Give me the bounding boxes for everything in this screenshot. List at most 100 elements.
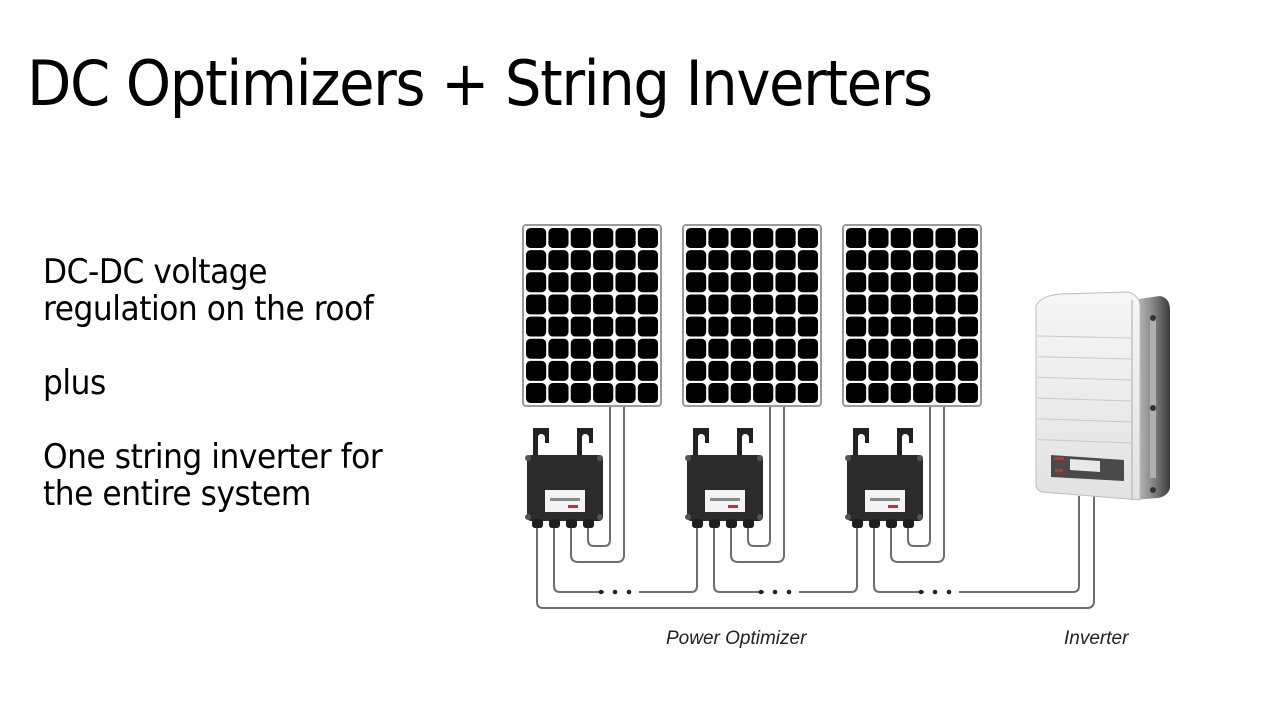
solar-cell xyxy=(730,272,751,293)
solar-cell xyxy=(797,316,818,337)
inverter-panel-line xyxy=(1037,418,1132,423)
optimizer-screw-icon xyxy=(685,455,691,461)
solar-cell xyxy=(775,338,796,359)
optimizer-barcode xyxy=(870,498,900,501)
string-wire xyxy=(959,496,1080,593)
optimizer-connector xyxy=(903,519,914,528)
inverter-screw-icon xyxy=(1150,487,1156,493)
solar-cell xyxy=(686,338,707,359)
panel-wire xyxy=(890,406,945,563)
solar-cell xyxy=(846,272,867,293)
solar-cell xyxy=(708,338,729,359)
solar-cell xyxy=(548,272,569,293)
mounting-hook-icon xyxy=(737,428,753,455)
solar-cell xyxy=(615,360,636,381)
solar-cell xyxy=(686,228,707,248)
solar-cell xyxy=(593,272,614,293)
panel-wire xyxy=(747,406,771,547)
solar-cell xyxy=(637,228,658,248)
solar-cell xyxy=(570,338,591,359)
optimizer-connector xyxy=(852,519,863,528)
solar-cell xyxy=(593,383,614,403)
solar-cell xyxy=(637,250,658,271)
solar-cell xyxy=(686,316,707,337)
solar-cell xyxy=(615,338,636,359)
solar-cell xyxy=(686,250,707,271)
solar-cell xyxy=(548,383,569,403)
solar-cell xyxy=(753,383,774,403)
solar-cell xyxy=(570,316,591,337)
solar-cell xyxy=(846,360,867,381)
panel-wire xyxy=(587,406,611,547)
optimizer-screw-icon xyxy=(757,514,763,520)
solar-cell xyxy=(890,250,911,271)
mounting-hook-icon xyxy=(577,428,593,455)
string-wire xyxy=(553,528,604,593)
solar-cell xyxy=(935,360,956,381)
optimizer-connector xyxy=(886,519,897,528)
optimizer-connector xyxy=(726,519,737,528)
solar-cell xyxy=(957,338,978,359)
solar-cell xyxy=(730,228,751,248)
solar-panels xyxy=(522,224,982,407)
solar-cell xyxy=(686,272,707,293)
mounting-hook-icon xyxy=(897,428,913,455)
inverter-screw-icon xyxy=(1150,405,1156,411)
optimizer-screw-icon xyxy=(525,514,531,520)
inverter-front xyxy=(1035,291,1141,501)
inverter-panel-lines xyxy=(1037,335,1132,444)
solar-cell xyxy=(570,250,591,271)
solar-cell xyxy=(890,360,911,381)
solar-cell xyxy=(615,294,636,315)
continuation-dot xyxy=(932,589,938,595)
optimizer-connector xyxy=(549,519,560,528)
solar-cell xyxy=(753,316,774,337)
solar-cell xyxy=(730,316,751,337)
solar-cell xyxy=(935,250,956,271)
optimizer-screw-icon xyxy=(845,455,851,461)
solar-cell xyxy=(570,272,591,293)
solar-cell xyxy=(615,383,636,403)
solar-cell xyxy=(593,360,614,381)
solar-cell xyxy=(526,228,547,248)
solar-cell xyxy=(890,294,911,315)
solar-cell xyxy=(775,228,796,248)
mounting-hook-icon xyxy=(533,428,549,455)
panel-wire xyxy=(570,406,625,563)
solar-cell xyxy=(708,316,729,337)
solar-cell xyxy=(637,383,658,403)
solar-cell xyxy=(753,294,774,315)
optimizer-screw-icon xyxy=(685,514,691,520)
inverter xyxy=(1035,291,1170,501)
solar-cell xyxy=(890,228,911,248)
power-optimizers xyxy=(525,428,923,528)
wiring xyxy=(536,406,1095,609)
power-optimizer xyxy=(685,428,763,528)
inverter-panel-line xyxy=(1037,356,1132,360)
solar-cell xyxy=(548,360,569,381)
continuation-dot xyxy=(626,589,632,595)
solar-cell xyxy=(637,272,658,293)
solar-cell xyxy=(935,294,956,315)
solar-cell xyxy=(570,383,591,403)
panel-frame xyxy=(682,224,822,407)
string-wire xyxy=(639,528,698,593)
solar-cell xyxy=(957,228,978,248)
solar-cell xyxy=(913,272,934,293)
solar-cell xyxy=(935,338,956,359)
optimizer-connector xyxy=(869,519,880,528)
solar-cell xyxy=(730,360,751,381)
slide-body: DC-DC voltage regulation on the roof plu… xyxy=(43,254,448,550)
solar-cell xyxy=(797,360,818,381)
solar-cell xyxy=(526,316,547,337)
solar-cell xyxy=(890,316,911,337)
solar-cell xyxy=(890,272,911,293)
solar-cell xyxy=(708,228,729,248)
solar-cell xyxy=(615,228,636,248)
solar-cell xyxy=(868,316,889,337)
solar-cell xyxy=(957,294,978,315)
solar-cell xyxy=(797,272,818,293)
inverter-panel-line xyxy=(1037,376,1132,381)
solar-cell xyxy=(913,228,934,248)
optimizer-screw-icon xyxy=(525,455,531,461)
